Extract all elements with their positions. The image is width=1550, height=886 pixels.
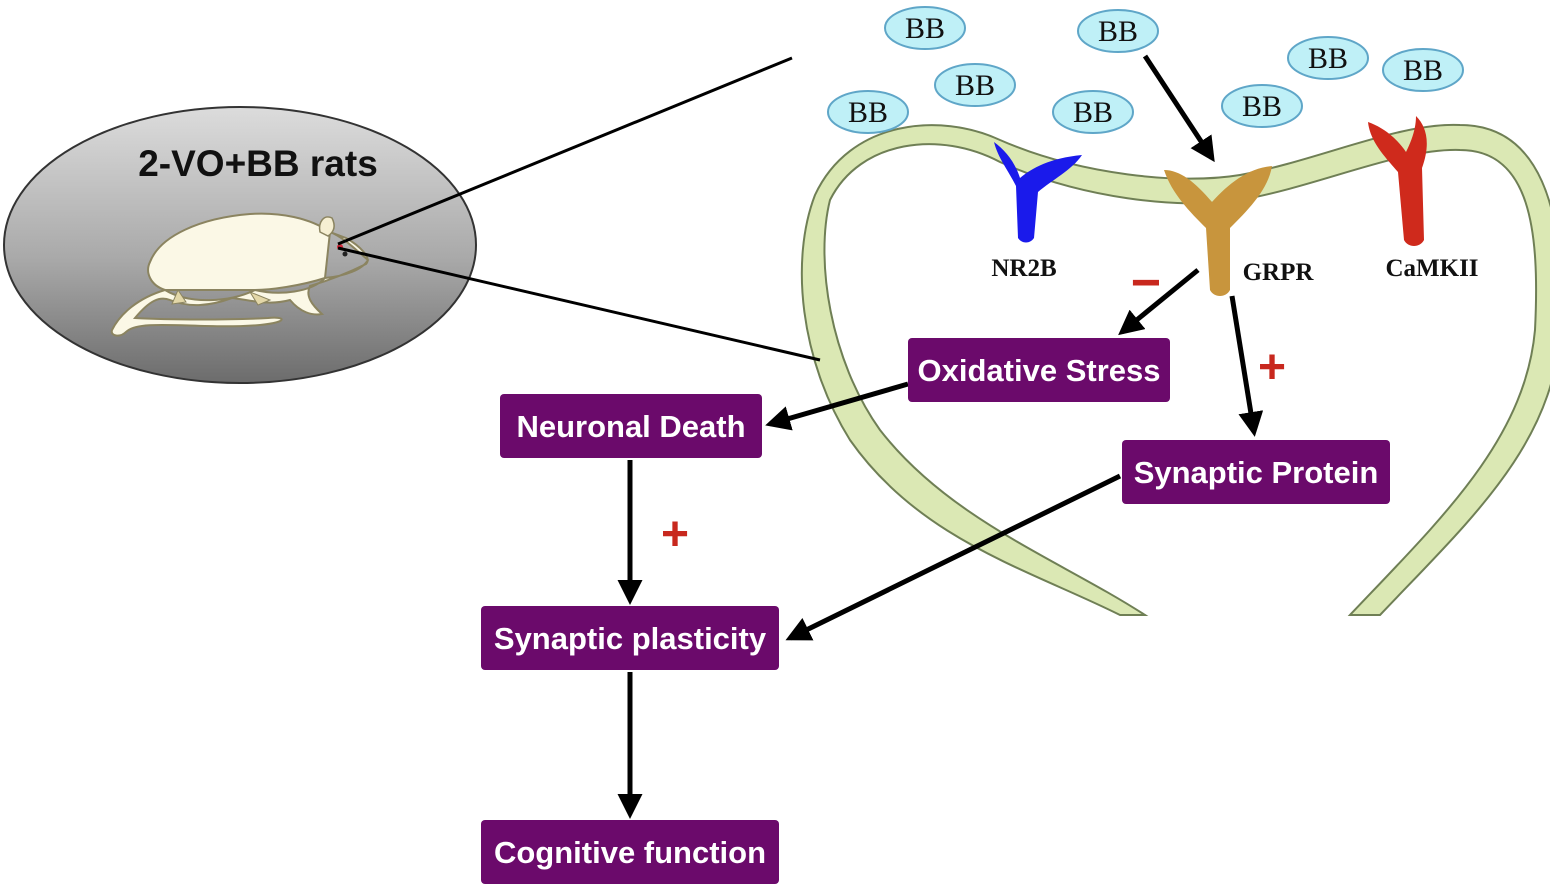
arrow-grpr-to-oxidative-stress [1118,268,1200,336]
box-neuronal-death: Neuronal Death [500,394,762,458]
svg-text:BB: BB [848,96,888,129]
minus-sign-oxidative: − [1131,254,1161,312]
box-synaptic-plasticity: Synaptic plasticity [481,606,779,670]
camkii-label: CaMKII [1385,255,1478,282]
bb-ligand: BB [934,63,1016,107]
rat-panel: 2-VO+BB rats [3,106,477,384]
svg-text:BB: BB [955,69,995,102]
svg-text:BB: BB [1308,42,1348,75]
box-oxidative-stress: Oxidative Stress [908,338,1170,402]
grpr-label: GRPR [1243,259,1315,286]
bb-ligand: BB [1382,48,1464,92]
svg-text:Synaptic Protein: Synaptic Protein [1134,455,1379,490]
plus-sign-plasticity: + [661,508,689,561]
bb-ligand: BB [1287,36,1369,80]
svg-text:BB: BB [905,12,945,45]
plus-sign-synaptic-protein: + [1258,341,1286,394]
box-synaptic-protein: Synaptic Protein [1122,440,1390,504]
nr2b-receptor: NR2B [991,142,1082,282]
grpr-receptor: GRPR [1164,166,1314,296]
bb-ligand: BB [827,90,909,134]
zoom-lines [337,56,821,362]
svg-text:BB: BB [1242,90,1282,123]
arrow-synaptic-protein-to-synaptic-plasticity [785,473,1122,641]
arrows [617,54,1264,819]
svg-text:BB: BB [1403,54,1443,87]
bb-ligands: BB BB BB BB BB BB BB BB [827,6,1464,134]
rat-title: 2-VO+BB rats [138,143,378,184]
svg-text:Neuronal Death: Neuronal Death [516,409,745,444]
svg-text:BB: BB [1098,15,1138,48]
arrow-bb-to-grpr [1142,54,1215,163]
arrow-grpr-to-synaptic-protein [1229,295,1264,437]
nr2b-label: NR2B [991,255,1056,282]
arrow-oxidative-stress-to-neuronal-death [765,381,909,431]
neuron-membrane [800,123,1550,616]
bb-ligand: BB [1221,84,1303,128]
bb-ligand: BB [1052,90,1134,134]
svg-text:BB: BB [1073,96,1113,129]
svg-text:Oxidative Stress: Oxidative Stress [918,353,1161,388]
svg-text:Synaptic plasticity: Synaptic plasticity [494,621,767,656]
box-cognitive-function: Cognitive function [481,820,779,884]
camkii-receptor: CaMKII [1368,116,1479,282]
bb-ligand: BB [1077,9,1159,53]
bb-ligand: BB [884,6,966,50]
svg-text:Cognitive function: Cognitive function [494,835,766,870]
